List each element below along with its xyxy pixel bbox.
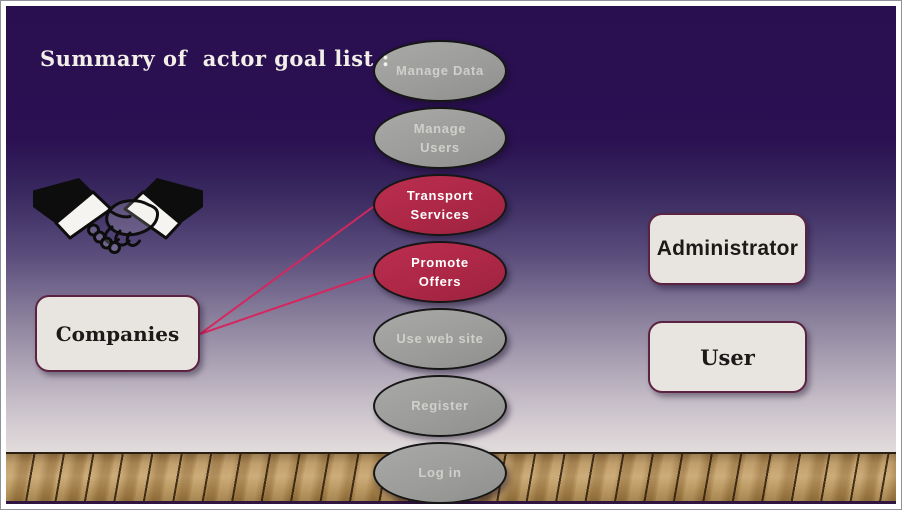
goal-oval-register: Register: [373, 375, 507, 437]
actor-label: Companies: [55, 321, 180, 346]
slide-canvas: Summary of actor goal list :: [6, 6, 896, 504]
association-lines: [199, 203, 378, 335]
goal-oval-use-web-site: Use web site: [373, 308, 507, 370]
handshake-left-cuff: [54, 190, 113, 240]
page-title: Summary of actor goal list :: [40, 46, 390, 71]
actor-label: User: [700, 344, 755, 370]
goal-label: Register: [411, 398, 469, 414]
handshake-icon: [33, 178, 203, 254]
actor-box-administrator: Administrator: [648, 213, 807, 285]
handshake-hands: [87, 199, 160, 254]
goal-label: Log in: [418, 465, 462, 481]
goal-oval-log-in: Log in: [373, 442, 507, 504]
goal-oval-transport-services: Transport Services: [373, 174, 507, 236]
association-line-transport-services: [199, 203, 378, 335]
handshake-right-sleeve: [137, 178, 203, 226]
goal-oval-manage-users: Manage Users: [373, 107, 507, 169]
actor-box-companies: Companies: [35, 295, 200, 372]
handshake-right-cuff: [123, 190, 182, 240]
goal-label: Manage Data: [396, 63, 484, 79]
goal-label: Use web site: [396, 331, 484, 347]
association-line-promote-offers: [199, 273, 376, 335]
goal-oval-promote-offers: Promote Offers: [373, 241, 507, 303]
actor-box-user: User: [648, 321, 807, 393]
goal-label: Promote Offers: [411, 254, 469, 290]
actor-label: Administrator: [656, 237, 799, 260]
goal-label: Transport Services: [406, 187, 474, 223]
goal-label: Manage Users: [413, 120, 467, 156]
goal-oval-manage-data: Manage Data: [373, 40, 507, 102]
handshake-left-sleeve: [33, 178, 99, 226]
